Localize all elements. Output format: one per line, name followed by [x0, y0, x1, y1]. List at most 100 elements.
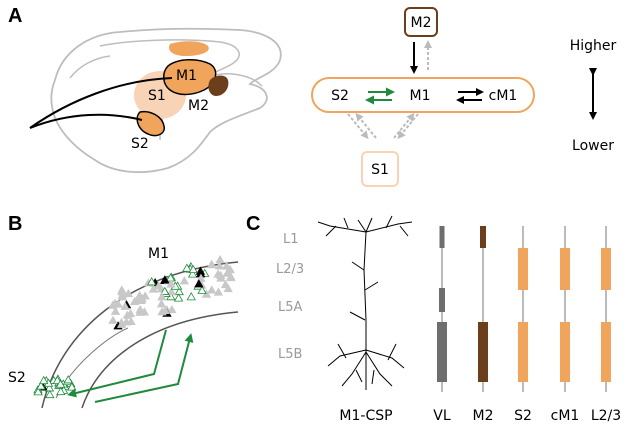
column-band-l5b: [518, 322, 528, 350]
m1-cell-cluster: [108, 254, 236, 330]
cell-unlabeled: [215, 254, 225, 264]
column-label: VL: [433, 408, 451, 424]
cell-unlabeled: [110, 306, 121, 315]
cell-unlabeled: [206, 260, 217, 269]
cell-labeled-green: [188, 264, 198, 274]
cell-labeled-green: [33, 387, 43, 396]
column-band-l23: [518, 248, 528, 290]
cell-labeled-green: [36, 381, 46, 390]
cell-unlabeled: [179, 276, 190, 285]
layer-label-l1: L1: [283, 232, 299, 247]
hierarchy-diagram: M2 S2 M1 cM1 S1: [311, 7, 535, 187]
dorsal-region: [169, 41, 209, 56]
column-band-l5b: [478, 322, 488, 382]
cell-unlabeled: [206, 285, 217, 294]
cell-unlabeled: [166, 287, 177, 296]
column-label: cM1: [551, 408, 580, 424]
column-band-l5b-lower: [601, 350, 611, 382]
column-label: L2/3: [591, 408, 621, 424]
panel-label-b: B: [8, 213, 22, 235]
arrow-m1-to-s1: [397, 113, 419, 140]
cell-unlabeled: [134, 294, 144, 303]
cell-unlabeled: [108, 315, 118, 324]
cell-labeled-green: [146, 277, 157, 286]
cell-unlabeled: [117, 292, 128, 301]
cell-unlabeled: [120, 301, 130, 310]
layer-label-l5a: L5A: [278, 300, 303, 315]
node-m1-label: M1: [410, 88, 431, 104]
cell-labeled-green: [197, 285, 207, 294]
brain-label-m1: M1: [176, 68, 197, 84]
m1-region: [163, 59, 217, 96]
cell-labeled-green: [173, 293, 184, 302]
column-band-l1: [480, 226, 486, 248]
slice-label-m1: M1: [148, 246, 169, 262]
cell-labeled-green: [38, 375, 49, 385]
cell-unlabeled: [226, 272, 236, 282]
projection-arrow-m1-to-s2: [67, 329, 167, 398]
cell-unlabeled: [157, 292, 167, 301]
slice-label-s2: S2: [8, 370, 26, 386]
cell-unlabeled: [135, 307, 145, 316]
scale-higher-label: Higher: [570, 38, 617, 54]
cell-unlabeled: [157, 307, 167, 316]
s2-cell-cluster: [33, 374, 77, 399]
cell-unlabeled: [221, 261, 232, 270]
cell-unlabeled: [220, 279, 231, 289]
cell-labeled-green: [56, 386, 66, 396]
m1-csp-neuron: [317, 215, 413, 390]
arrow-s1-to-m1: [393, 112, 415, 139]
scale-lower-label: Lower: [572, 138, 614, 154]
column-band-l5b: [560, 322, 570, 350]
projection-arrow-s2-to-m1: [94, 333, 194, 403]
node-m2: [404, 7, 438, 37]
cell-unlabeled: [122, 310, 132, 319]
column-label: S2: [514, 408, 532, 424]
projection-line-m1: [29, 77, 173, 129]
panel-label-c: C: [246, 213, 260, 235]
m2-region: [208, 75, 229, 96]
node-s1-label: S1: [371, 162, 389, 178]
layer-label-l23: L2/3: [276, 262, 304, 277]
cell-unlabeled: [216, 273, 226, 282]
cell-unlabeled: [166, 279, 176, 288]
projection-line-s2: [29, 113, 143, 129]
cell-labeled-green: [45, 389, 55, 399]
cell-labeled-green: [160, 286, 170, 295]
column-band-l23: [560, 248, 570, 290]
cell-labeled-green: [63, 375, 73, 384]
cell-csp: [194, 279, 204, 288]
cell-labeled-green: [182, 263, 192, 272]
arrow-s1-to-s2: [355, 112, 377, 139]
column-band-l23: [601, 248, 611, 290]
layer-label-l5b: L5B: [278, 347, 302, 362]
brain-label-m2: M2: [188, 98, 209, 114]
column-band-l5b: [601, 322, 611, 350]
cell-unlabeled: [153, 281, 164, 290]
panel-label-a: A: [8, 5, 22, 27]
frontal-contour: [69, 55, 111, 79]
cell-unlabeled: [140, 291, 150, 300]
node-cm1-label: cM1: [489, 88, 518, 104]
brain-label-s1: S1: [148, 88, 166, 104]
cell-unlabeled: [148, 284, 159, 293]
cell-labeled-green: [186, 292, 196, 301]
cell-unlabeled: [113, 299, 123, 308]
column-band-l5a: [439, 288, 445, 312]
cell-unlabeled: [223, 283, 233, 293]
projection-columns: VL M2 S2 cM1 L2/3: [433, 226, 621, 424]
brain-label-s2: S2: [131, 136, 149, 152]
node-m2-label: M2: [411, 15, 432, 31]
arrow-s2-to-s1: [347, 113, 369, 140]
neuron-label: M1-CSP: [339, 408, 392, 424]
cell-labeled-green: [55, 379, 66, 388]
cell-csp: [160, 275, 170, 284]
cell-unlabeled: [156, 299, 167, 308]
column-band-l5b-lower: [518, 350, 528, 382]
cell-unlabeled: [126, 316, 136, 326]
slice-inner-edge: [81, 311, 239, 409]
node-s1: [361, 151, 399, 187]
node-s2-label: S2: [331, 88, 349, 104]
column-label: M2: [473, 408, 494, 424]
column-band-l1: [439, 226, 445, 248]
